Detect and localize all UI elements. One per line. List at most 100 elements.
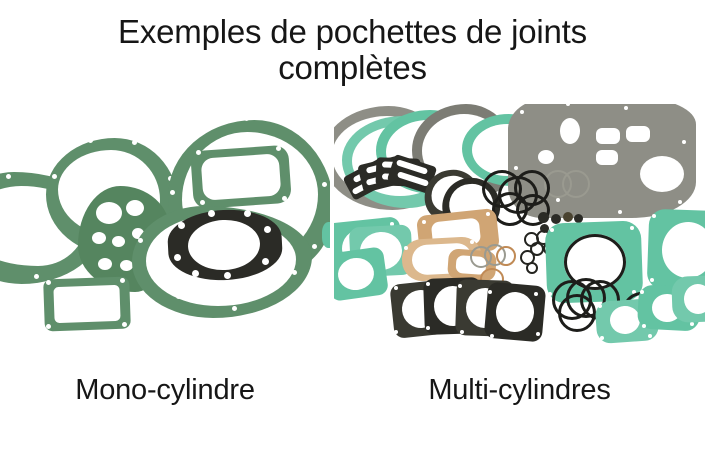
bolt-hole xyxy=(0,228,3,233)
gasket-port xyxy=(596,128,620,144)
bolt-hole xyxy=(282,196,287,201)
gasket-cylinder-head-bore xyxy=(200,153,282,201)
gasket-port xyxy=(96,202,122,224)
page-title-line-2: complètes xyxy=(278,48,427,86)
oring-black-small xyxy=(526,262,538,274)
oring-black-large xyxy=(516,194,550,226)
bolt-hole xyxy=(224,272,231,279)
bolt-hole xyxy=(598,304,602,308)
gasket-reed-block-window xyxy=(53,284,121,324)
bolt-hole xyxy=(262,258,269,265)
bolt-hole xyxy=(52,174,57,179)
gasket-port xyxy=(560,118,580,144)
valve-stem-seal xyxy=(551,214,561,224)
bolt-hole xyxy=(208,210,215,217)
bolt-hole xyxy=(460,330,464,334)
bolt-hole xyxy=(46,280,51,285)
bolt-hole xyxy=(138,238,143,243)
bolt-hole xyxy=(300,130,305,135)
bolt-hole xyxy=(690,322,694,326)
gasket-port xyxy=(538,150,554,164)
photo-multi-cylindres-gasket-set xyxy=(334,104,705,347)
oring-black-stack xyxy=(558,294,596,332)
bolt-hole xyxy=(394,286,398,290)
bolt-hole xyxy=(394,330,398,334)
gasket-port xyxy=(112,236,125,247)
valve-stem-seal xyxy=(540,224,549,233)
gasket-port xyxy=(596,150,618,165)
bolt-hole xyxy=(122,322,127,327)
caption-mono-cylindre: Mono-cylindre xyxy=(75,374,255,406)
bolt-hole xyxy=(678,200,682,204)
bolt-hole xyxy=(6,174,11,179)
bolt-hole xyxy=(534,292,538,296)
bolt-hole xyxy=(566,104,570,106)
bolt-hole xyxy=(88,138,93,143)
bolt-hole xyxy=(170,190,175,195)
mono-gasket-stage xyxy=(0,110,330,345)
photo-mono-cylindre-gasket-set xyxy=(0,110,330,345)
bolt-hole xyxy=(192,270,199,277)
gasket-edge-fragment xyxy=(322,222,330,248)
bolt-hole xyxy=(632,290,636,294)
gasket-port xyxy=(126,200,144,216)
bolt-hole xyxy=(426,326,430,330)
bolt-hole xyxy=(276,146,281,151)
bolt-hole xyxy=(648,334,652,338)
bolt-hole xyxy=(178,222,185,229)
gasket-port xyxy=(120,260,133,271)
bolt-hole xyxy=(514,166,518,170)
bolt-hole xyxy=(640,290,644,294)
bolt-hole xyxy=(292,270,297,275)
bolt-hole xyxy=(536,332,540,336)
bolt-hole xyxy=(176,294,181,299)
bolt-hole xyxy=(312,244,317,249)
gasket-port-large xyxy=(640,156,684,192)
bolt-hole xyxy=(200,200,205,205)
oring-grey-2 xyxy=(562,170,590,198)
bolt-hole xyxy=(174,254,181,261)
bolt-hole xyxy=(458,284,462,288)
bolt-hole xyxy=(650,278,654,282)
bolt-hole xyxy=(186,122,191,127)
bolt-hole xyxy=(630,226,634,230)
bolt-hole xyxy=(390,222,394,226)
bolt-hole xyxy=(556,198,560,202)
bolt-hole xyxy=(682,140,686,144)
bolt-hole xyxy=(404,246,408,250)
page-title-line-1: Exemples de pochettes de joints xyxy=(118,13,587,50)
bolt-hole xyxy=(550,228,554,232)
bolt-hole xyxy=(34,274,39,279)
valve-stem-seal xyxy=(563,212,573,222)
bolt-hole xyxy=(426,282,430,286)
bolt-hole xyxy=(322,182,327,187)
bolt-hole xyxy=(132,140,137,145)
bolt-hole xyxy=(624,106,628,110)
bolt-hole xyxy=(46,324,51,329)
bolt-hole xyxy=(244,210,251,217)
bolt-hole xyxy=(486,212,490,216)
multi-gasket-stage xyxy=(334,104,705,347)
bolt-hole xyxy=(490,334,494,338)
bolt-hole xyxy=(244,116,249,121)
bolt-hole xyxy=(642,324,646,328)
bolt-hole xyxy=(264,226,271,233)
bolt-hole xyxy=(488,290,492,294)
bolt-hole xyxy=(120,278,125,283)
bolt-hole xyxy=(652,214,656,218)
valve-stem-seal xyxy=(538,212,549,223)
bolt-hole xyxy=(618,210,622,214)
gasket-port xyxy=(98,258,112,270)
bolt-hole xyxy=(520,110,524,114)
bolt-hole xyxy=(300,214,305,219)
gasket-port xyxy=(132,228,144,239)
gasket-port xyxy=(92,232,106,244)
bolt-hole xyxy=(196,150,201,155)
bolt-hole xyxy=(232,306,237,311)
gasket-port xyxy=(626,126,650,142)
valve-stem-seal xyxy=(574,214,583,223)
oring-tan-small xyxy=(496,246,516,266)
bolt-hole xyxy=(422,220,426,224)
bolt-hole xyxy=(470,240,474,244)
